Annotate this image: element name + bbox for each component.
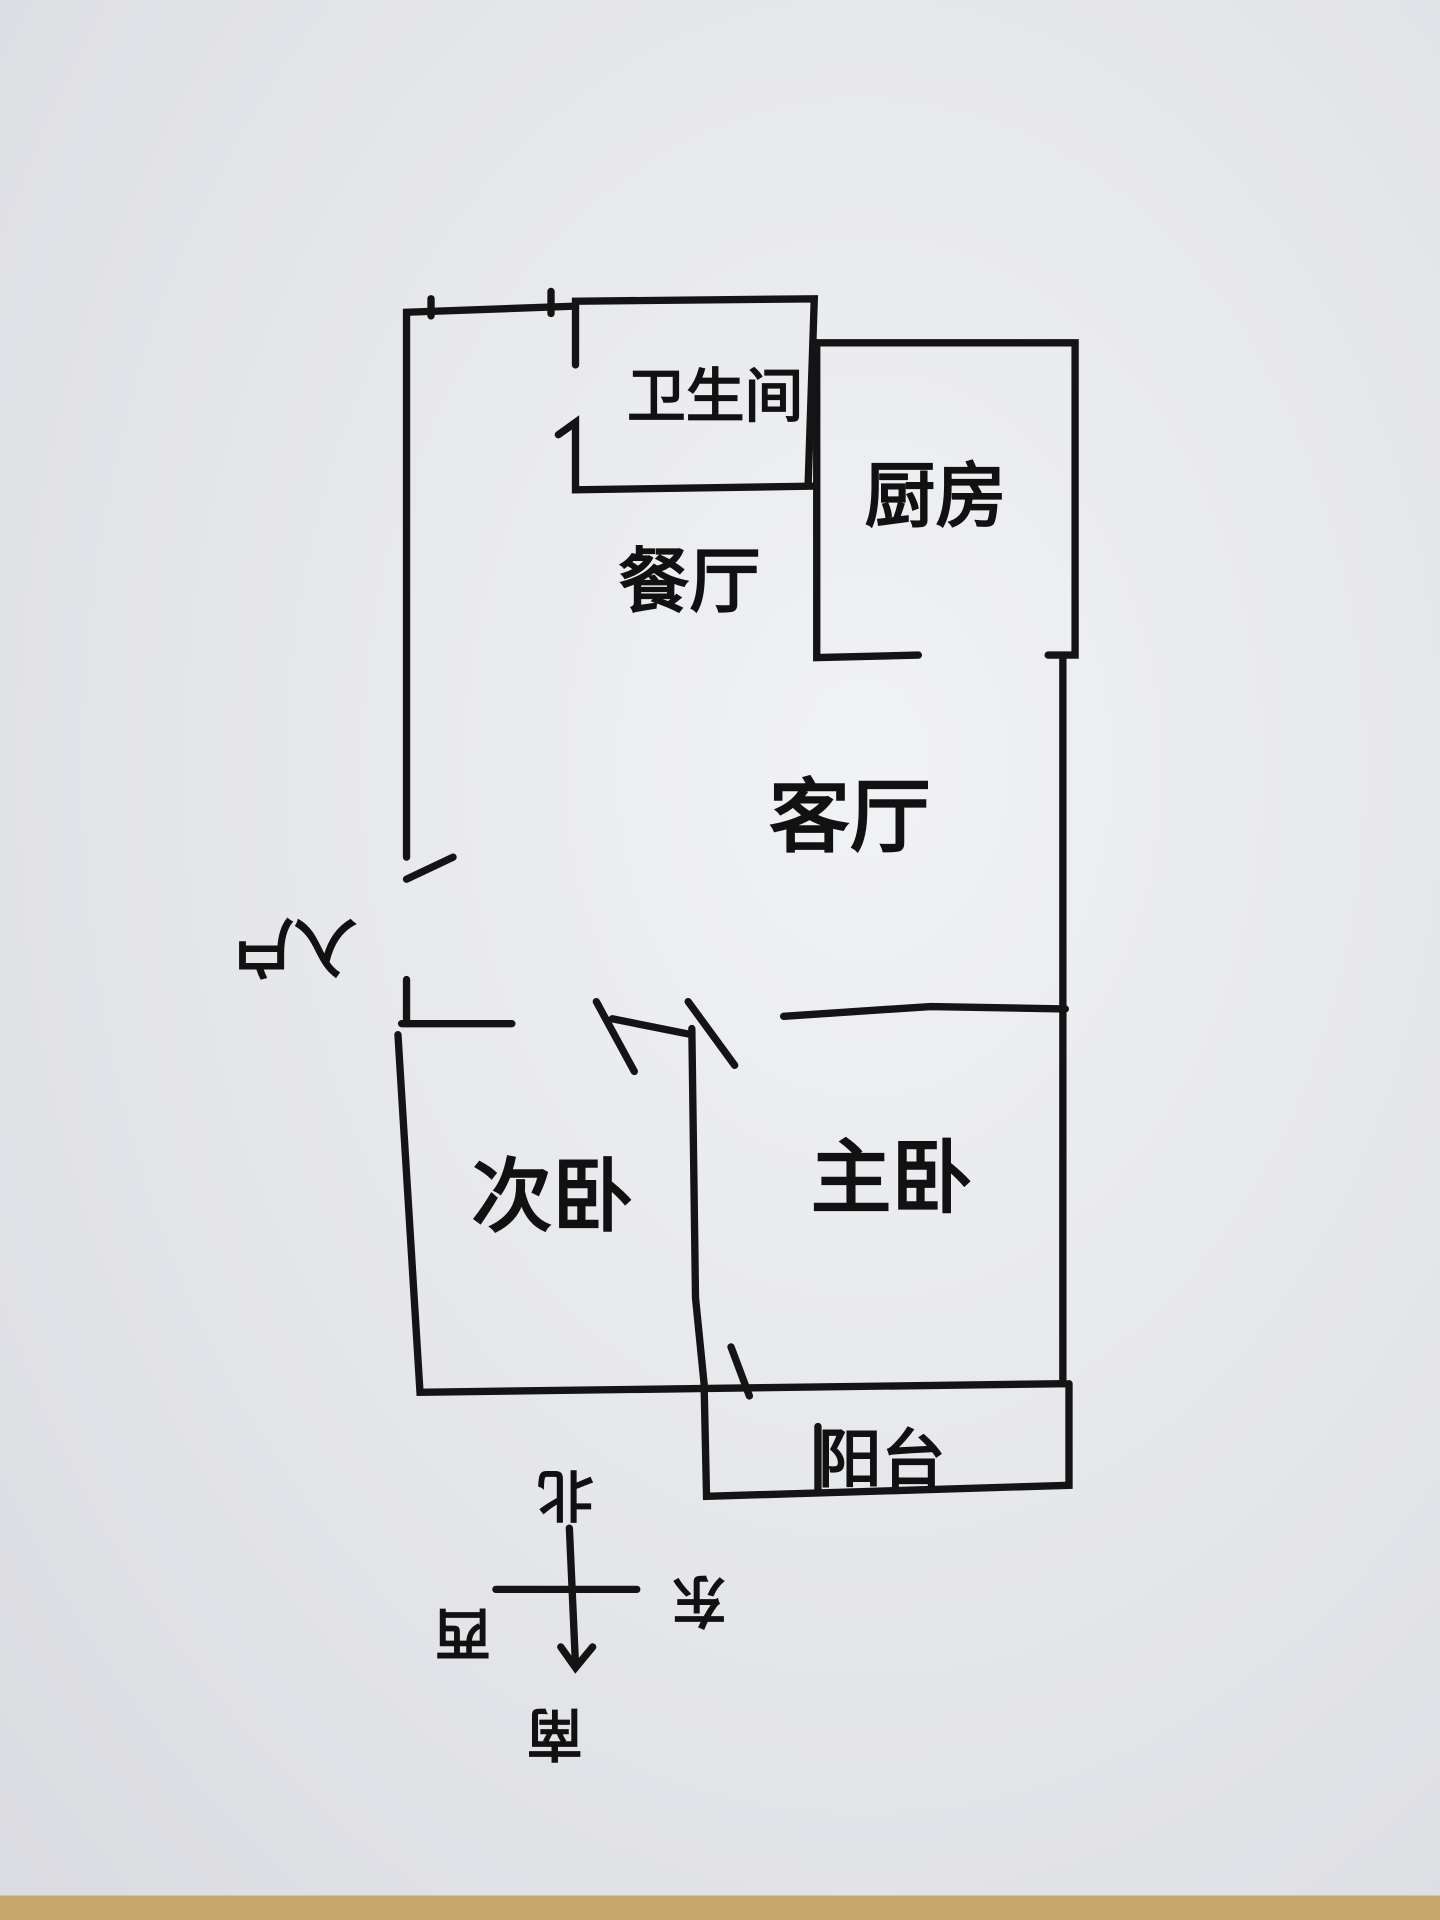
room-label-living: 客厅: [769, 771, 931, 865]
room-label-second-bedroom: 次卧: [471, 1150, 633, 1244]
compass: 北 南 西 东: [435, 1462, 728, 1766]
room-label-entrance: 入户: [230, 908, 357, 982]
room-label-master-bedroom: 主卧: [811, 1132, 973, 1226]
compass-west: 西: [435, 1600, 491, 1665]
wooden-table-edge: [0, 1895, 1440, 1920]
compass-north: 北: [538, 1462, 594, 1527]
room-label-dining: 餐厅: [618, 540, 760, 623]
room-label-balcony: 阳台: [818, 1424, 945, 1498]
room-label-bathroom: 卫生间: [627, 361, 803, 430]
compass-east: 东: [671, 1567, 727, 1632]
walls: [394, 287, 1079, 1501]
compass-south: 南: [527, 1700, 583, 1765]
room-label-kitchen: 厨房: [864, 454, 1006, 537]
